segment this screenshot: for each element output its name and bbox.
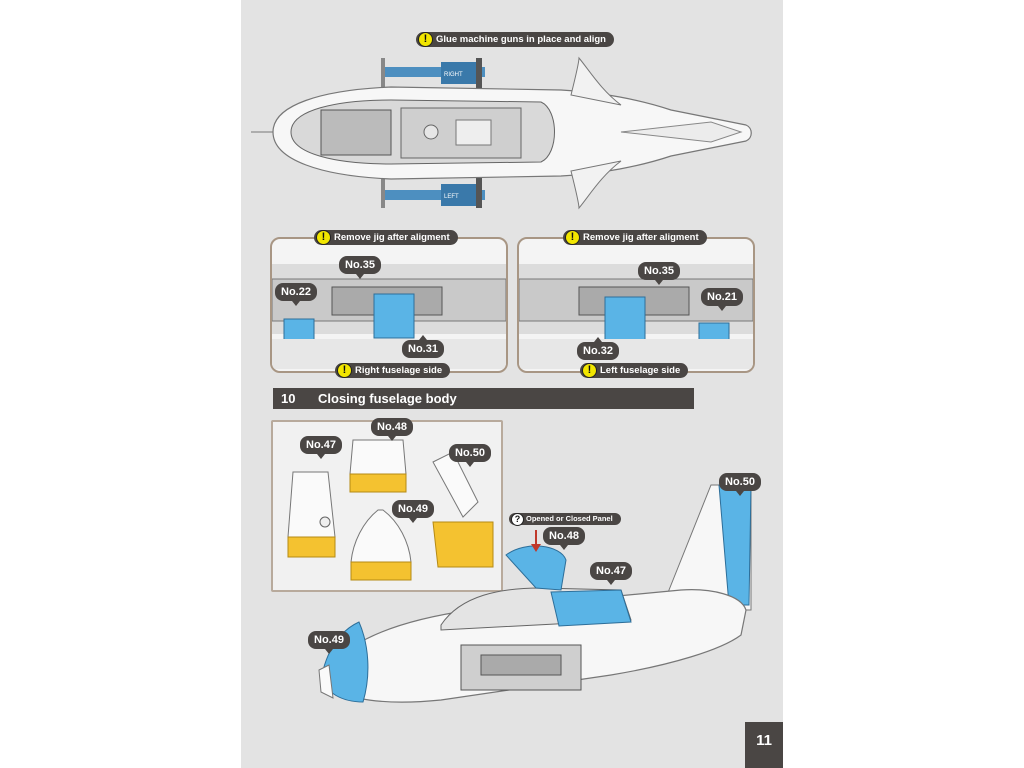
left-panel-note-text: Remove jig after aligment — [334, 232, 450, 243]
assembly-label-no50: No.50 — [719, 473, 761, 496]
part-label-no35-left: No.35 — [339, 256, 381, 279]
assembly-label-no48: No.48 — [543, 527, 585, 550]
right-panel-note: ! Remove jig after aligment — [563, 230, 707, 245]
assembly-label-no47: No.47 — [590, 562, 632, 585]
parts-box-label-no49: No.49 — [392, 500, 434, 523]
parts-box-label-no47: No.47 — [300, 436, 342, 459]
left-panel-caption: ! Right fuselage side — [335, 363, 451, 378]
left-panel-note: ! Remove jig after aligment — [314, 230, 458, 245]
note-glue-guns: ! Glue machine guns in place and align — [416, 32, 614, 47]
gun-label-left: LEFT — [444, 194, 459, 200]
instruction-page: ! Glue machine guns in place and align R… — [241, 0, 783, 768]
part-label-no31: No.31 — [402, 335, 444, 358]
aircraft-assembly-illustration — [318, 484, 752, 703]
note-glue-guns-text: Glue machine guns in place and align — [436, 34, 606, 45]
section-number: 10 — [281, 391, 296, 406]
warning-icon: ! — [316, 230, 331, 245]
part-label-no21: No.21 — [701, 288, 743, 311]
right-panel-caption: ! Left fuselage side — [580, 363, 689, 378]
panel-option-note: ? Opened or Closed Panel — [509, 513, 621, 526]
left-panel-caption-text: Right fuselage side — [355, 365, 443, 376]
parts-box-label-no48: No.48 — [371, 418, 413, 441]
warning-icon: ! — [337, 363, 352, 378]
section-title: Closing fuselage body — [318, 391, 457, 406]
warning-icon: ! — [582, 363, 597, 378]
part-label-no35-right: No.35 — [638, 262, 680, 285]
question-icon: ? — [511, 513, 524, 526]
part-label-no22: No.22 — [275, 283, 317, 306]
right-panel-caption-text: Left fuselage side — [600, 365, 681, 376]
parts-illustration — [287, 439, 494, 581]
right-panel-note-text: Remove jig after aligment — [583, 232, 699, 243]
fuselage-top-view: RIGHT LEFT — [251, 56, 752, 210]
gun-label-right: RIGHT — [444, 72, 463, 78]
section-header: 10 Closing fuselage body — [273, 388, 694, 409]
assembly-label-no49: No.49 — [308, 631, 350, 654]
warning-icon: ! — [418, 32, 433, 47]
page-number: 11 — [745, 722, 783, 768]
panel-option-note-text: Opened or Closed Panel — [526, 514, 613, 523]
parts-box-label-no50: No.50 — [449, 444, 491, 467]
right-side-detail-panel — [270, 237, 508, 373]
warning-icon: ! — [565, 230, 580, 245]
left-side-illustration — [519, 264, 753, 369]
part-label-no32: No.32 — [577, 337, 619, 360]
right-side-illustration — [272, 264, 506, 369]
